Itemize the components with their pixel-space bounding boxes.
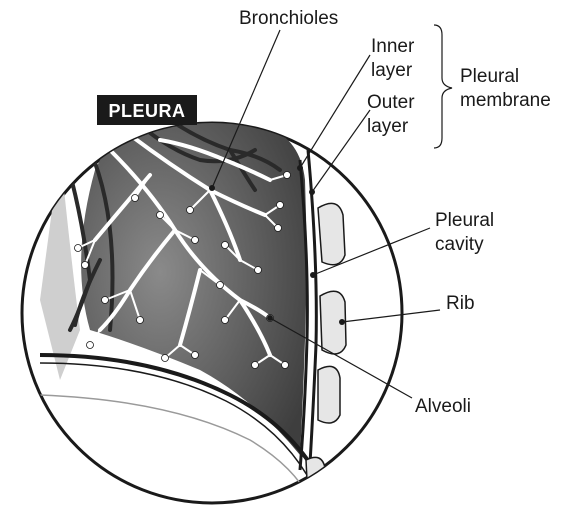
leader-inner-layer bbox=[300, 55, 370, 168]
alveolus bbox=[87, 342, 94, 349]
alveolus bbox=[192, 237, 199, 244]
alveolus bbox=[137, 317, 144, 324]
label-inner-layer-2: layer bbox=[371, 60, 413, 81]
label-rib: Rib bbox=[446, 293, 475, 314]
alveolus bbox=[102, 297, 109, 304]
rib-4 bbox=[306, 457, 325, 500]
label-alveoli: Alveoli bbox=[415, 396, 471, 417]
alveolus bbox=[162, 355, 169, 362]
alveolus bbox=[255, 267, 262, 274]
membrane-bracket bbox=[434, 25, 452, 148]
alveolus bbox=[75, 245, 82, 252]
alveolus bbox=[192, 352, 199, 359]
diagram-title: PLEURA bbox=[108, 101, 185, 121]
alveolus bbox=[187, 207, 194, 214]
label-pleural-cavity-1: Pleural bbox=[435, 210, 494, 231]
alveolus bbox=[132, 195, 139, 202]
label-inner-layer-1: Inner bbox=[371, 36, 415, 57]
label-pleural-membrane-2: membrane bbox=[460, 90, 551, 111]
alveolus bbox=[275, 225, 282, 232]
alveolus bbox=[157, 212, 164, 219]
alveolus bbox=[222, 317, 229, 324]
alveolus bbox=[282, 362, 289, 369]
alveolus bbox=[284, 172, 291, 179]
alveolus bbox=[82, 262, 89, 269]
rib-3 bbox=[318, 366, 340, 423]
alveolus bbox=[217, 282, 224, 289]
label-pleural-membrane-1: Pleural bbox=[460, 66, 519, 87]
alveolus bbox=[222, 242, 229, 249]
alveolus bbox=[252, 362, 259, 369]
alveolus bbox=[277, 202, 284, 209]
rib-1 bbox=[318, 203, 345, 264]
label-outer-layer-1: Outer bbox=[367, 92, 415, 113]
label-pleural-cavity-2: cavity bbox=[435, 234, 484, 255]
label-outer-layer-2: layer bbox=[367, 116, 409, 137]
label-bronchioles: Bronchioles bbox=[239, 8, 338, 29]
